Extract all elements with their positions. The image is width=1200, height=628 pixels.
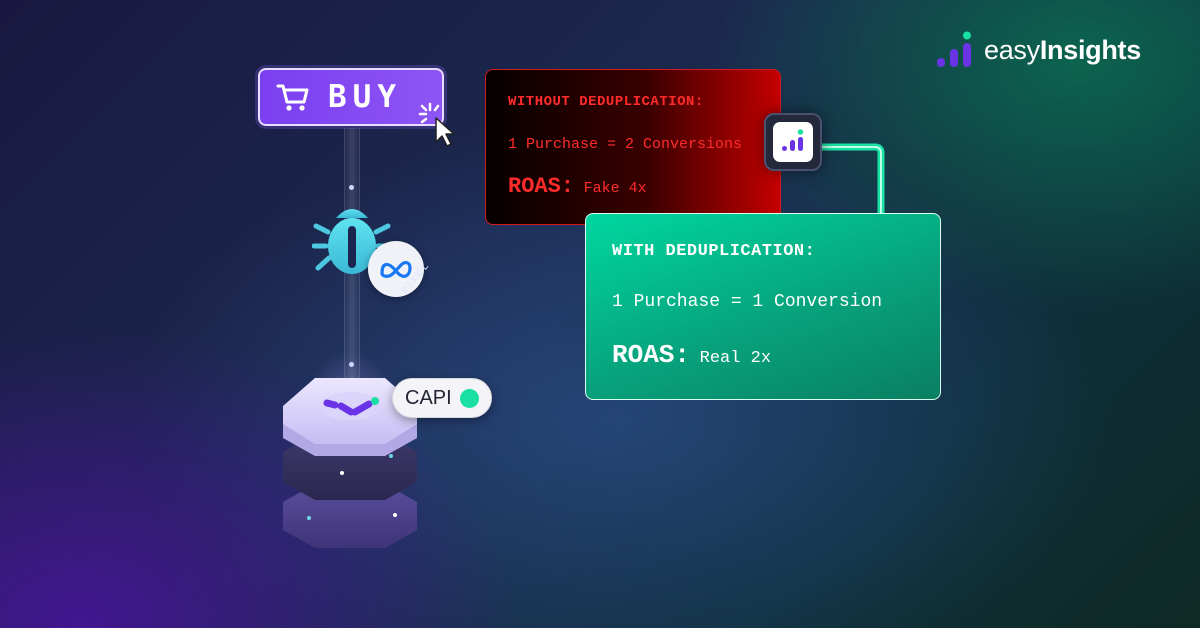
meta-logo-icon	[380, 261, 412, 278]
shopping-cart-icon	[276, 84, 309, 111]
with-dedup-title: WITH DEDUPLICATION:	[612, 242, 816, 261]
capi-badge: CAPI	[392, 378, 492, 418]
with-dedup-line: 1 Purchase = 1 Conversion	[612, 292, 883, 312]
roas-label: ROAS:	[508, 174, 575, 199]
pipe-dot	[349, 362, 354, 367]
with-deduplication-card: WITH DEDUPLICATION: 1 Purchase = 1 Conve…	[585, 213, 941, 400]
easyinsights-logo: easyInsights	[936, 30, 1141, 70]
logo-text: easyInsights	[984, 35, 1141, 66]
without-dedup-line: 1 Purchase = 2 Conversions	[508, 136, 743, 153]
meta-pixel-badge	[368, 241, 424, 297]
logo-text-regular: easy	[984, 34, 1040, 65]
buy-button[interactable]: BUY	[258, 68, 444, 126]
roas-value: Fake 4x	[583, 180, 647, 197]
bar-chart-logo-icon	[782, 129, 804, 151]
without-dedup-title: WITHOUT DEDUPLICATION:	[508, 94, 704, 110]
roas-label: ROAS:	[612, 340, 691, 370]
easyinsights-app-tile	[764, 113, 822, 171]
bar-chart-logo-icon	[937, 31, 971, 67]
mouse-cursor-click-icon	[418, 102, 455, 147]
capi-status-dot	[459, 388, 479, 408]
logo-text-bold: Insights	[1039, 34, 1141, 65]
roas-value: Real 2x	[699, 349, 772, 368]
server-stack-icon	[283, 378, 417, 548]
buy-label: BUY	[328, 79, 402, 115]
without-dedup-roas: ROAS: Fake 4x	[508, 174, 647, 199]
without-deduplication-card: WITHOUT DEDUPLICATION: 1 Purchase = 2 Co…	[485, 69, 781, 225]
with-dedup-roas: ROAS: Real 2x	[612, 340, 771, 370]
connector-line	[819, 143, 885, 220]
capi-label: CAPI	[405, 386, 452, 409]
pipe-dot	[349, 185, 354, 190]
